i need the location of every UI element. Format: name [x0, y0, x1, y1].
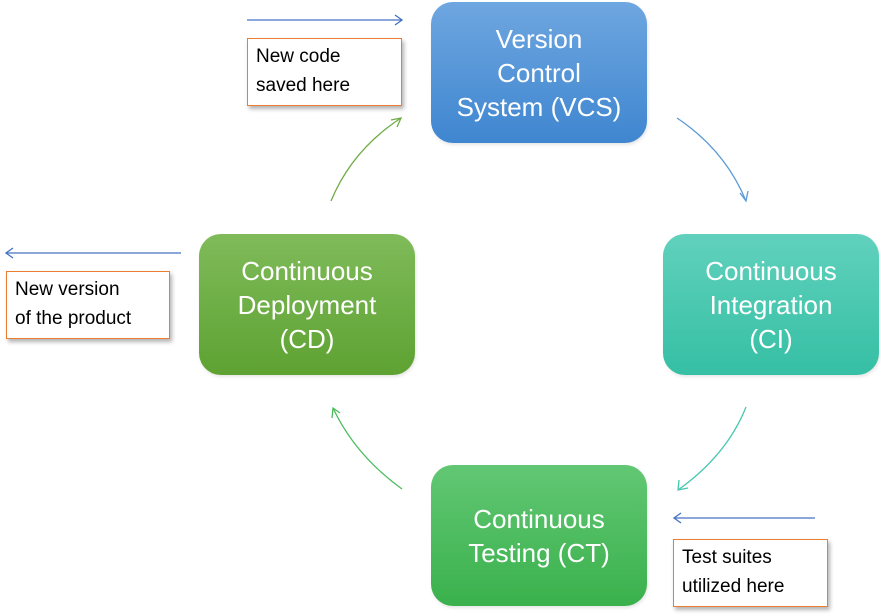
- node-label-line: Deployment: [237, 289, 377, 320]
- note-line: Test suites: [682, 547, 772, 568]
- node-continuous-testing: Continuous Testing (CT): [431, 465, 647, 606]
- edge-ct-to-cd: [331, 406, 403, 490]
- arrow-out-of-cd: [4, 247, 181, 259]
- node-label-line: Continuous: [473, 503, 605, 534]
- node-label-line: Continuous: [241, 255, 373, 286]
- note-line: saved here: [256, 75, 351, 96]
- edge-ci-to-ct: [677, 406, 747, 491]
- note-new-code-saved: New code saved here: [247, 38, 402, 106]
- node-label-line: Continuous: [705, 255, 837, 286]
- node-label-line: (CI): [749, 323, 793, 354]
- node-label-line: Integration: [709, 289, 833, 320]
- node-version-control-system: Version Control System (VCS): [431, 2, 647, 143]
- node-continuous-deployment: Continuous Deployment (CD): [199, 234, 415, 375]
- edge-vcs-to-ci: [676, 117, 749, 203]
- note-line: New code: [256, 46, 341, 67]
- note-line: of the product: [15, 308, 132, 329]
- node-label-line: (CD): [279, 323, 335, 354]
- node-continuous-integration: Continuous Integration (CI): [663, 234, 879, 375]
- arrow-into-vcs: [247, 14, 404, 26]
- node-label-line: Version: [495, 23, 583, 54]
- edge-cd-to-vcs: [330, 117, 403, 202]
- node-label-line: Testing (CT): [468, 537, 610, 568]
- note-line: utilized here: [682, 576, 785, 597]
- note-test-suites-utilized: Test suites utilized here: [673, 539, 828, 607]
- arrow-into-ct: [672, 512, 815, 524]
- note-new-version-of-product: New version of the product: [6, 271, 170, 339]
- note-line: New version: [15, 279, 120, 300]
- node-label-line: System (VCS): [456, 91, 622, 122]
- node-label-line: Control: [497, 57, 581, 88]
